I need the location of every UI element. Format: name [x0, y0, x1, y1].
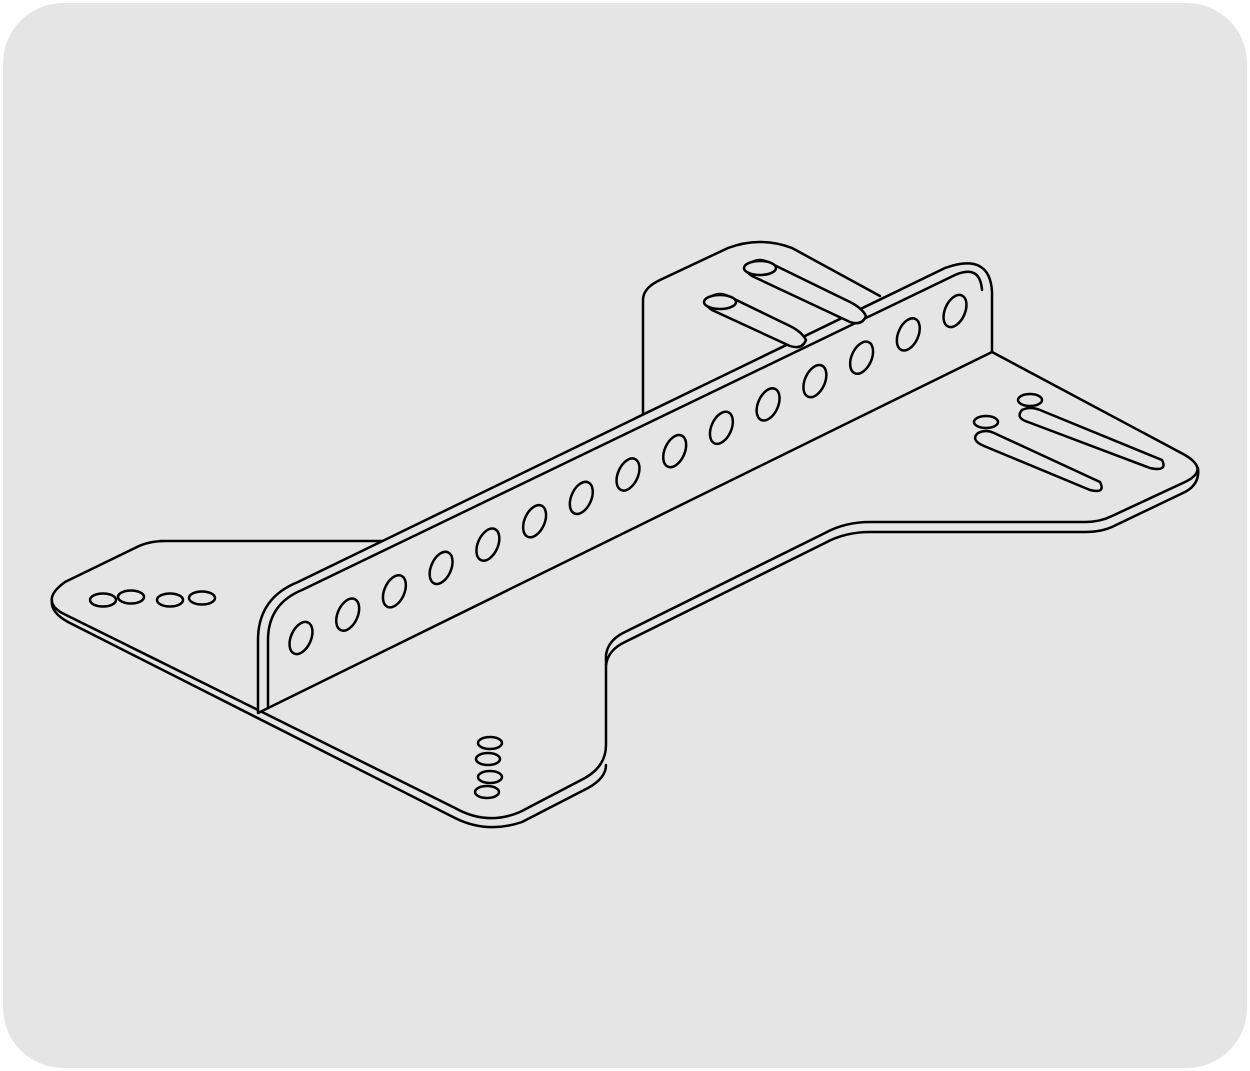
rear-slot-upper [742, 258, 868, 325]
right-slot-lower [972, 414, 1103, 493]
spine-hole [848, 340, 875, 376]
right-slot-upper [1016, 392, 1165, 471]
illustration-card [3, 3, 1247, 1068]
base-plate [50, 350, 1199, 820]
spine-hole [895, 317, 922, 352]
spine-hole [615, 457, 641, 492]
rear-slot-lower [702, 292, 808, 349]
spine-hole [568, 480, 595, 516]
spine-hole [802, 363, 828, 399]
spine-hole [428, 550, 454, 586]
spine-hole [288, 620, 314, 656]
spine-hole [755, 387, 781, 422]
bracket-icon [3, 3, 1247, 1068]
spine-hole [521, 503, 548, 539]
front-hole-column [473, 735, 504, 800]
spine-hole [661, 433, 688, 469]
spine-hole [475, 527, 501, 562]
spine-plate-edge [266, 270, 984, 710]
spine-hole-row [288, 293, 968, 656]
spine-hole [334, 597, 361, 632]
base-plate-edge [50, 466, 1200, 829]
spine-hole [942, 293, 968, 329]
spine-hole [708, 410, 735, 446]
left-hole-row [88, 589, 217, 608]
spine-hole [381, 573, 408, 609]
